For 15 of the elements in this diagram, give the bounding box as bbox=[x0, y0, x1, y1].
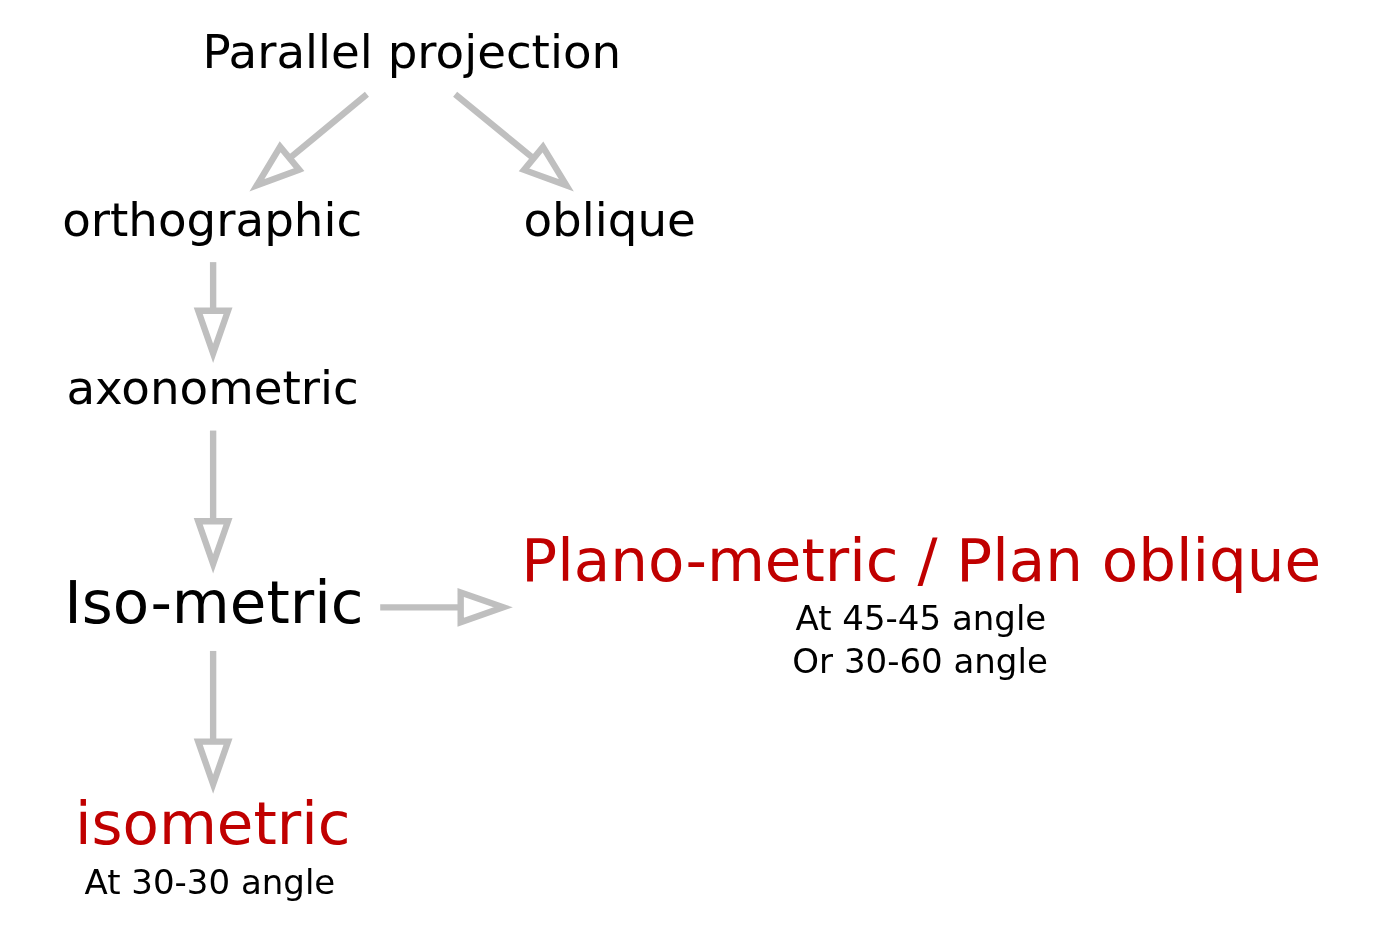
node-text: axonometric bbox=[66, 360, 359, 415]
node-text: Plano-metric / Plan oblique bbox=[521, 525, 1322, 595]
node-text: orthographic bbox=[62, 192, 363, 247]
node-label: At 45-45 angle bbox=[795, 597, 1047, 638]
arrow bbox=[380, 587, 513, 627]
arrow bbox=[193, 650, 233, 794]
node-text: isometric bbox=[74, 788, 351, 858]
arrow bbox=[453, 91, 574, 191]
node-label: At 30-30 angle bbox=[84, 861, 336, 902]
node-text: oblique bbox=[523, 192, 696, 247]
node-text: Parallel projection bbox=[202, 24, 622, 79]
arrow bbox=[193, 261, 233, 363]
node-text: Iso-metric bbox=[64, 567, 364, 637]
node-label: Or 30-60 angle bbox=[792, 640, 1048, 681]
arrow bbox=[249, 91, 369, 191]
